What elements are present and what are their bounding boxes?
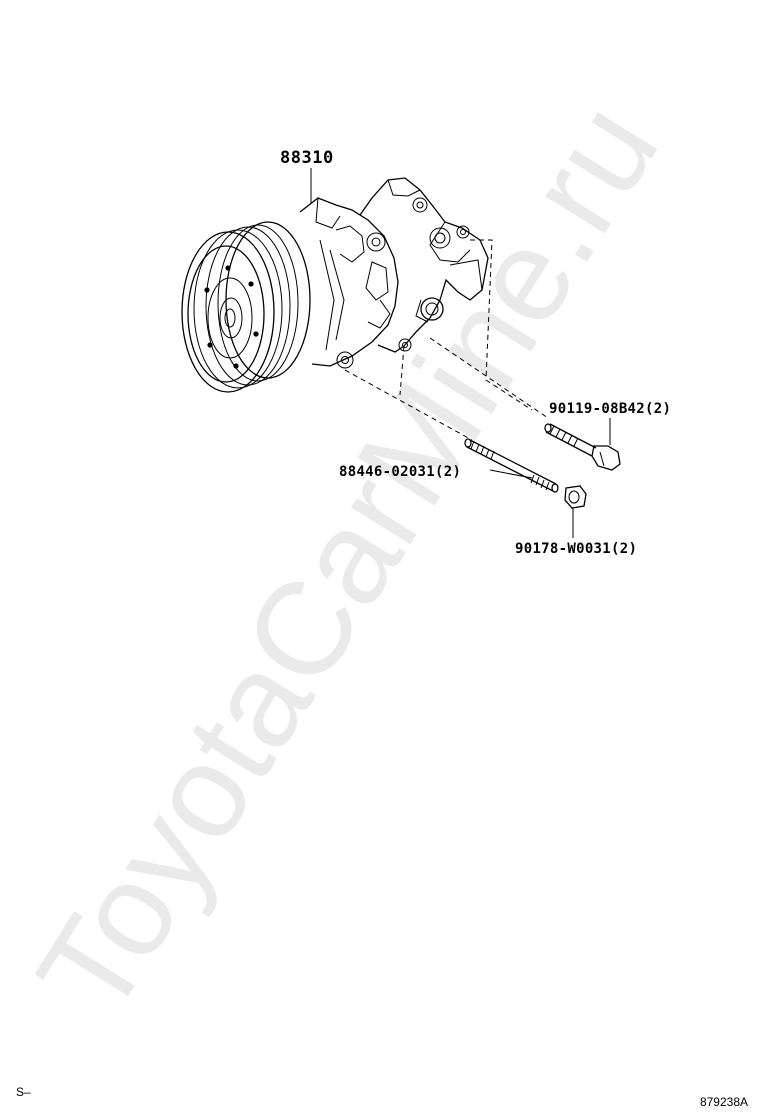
callout-90119-08b42[interactable]: 90119-08B42(2)	[549, 401, 671, 417]
leader-lines	[489, 418, 611, 538]
bolt-illustration	[544, 423, 621, 471]
ac-compressor-illustration	[181, 168, 489, 393]
assembly-dashed-lines	[344, 239, 549, 441]
nut-illustration	[564, 485, 587, 509]
callout-88446-02031[interactable]: 88446-02031(2)	[339, 464, 461, 480]
footer-left-code: S–	[16, 1085, 31, 1099]
callout-90178-w0031[interactable]: 90178-W0031(2)	[515, 541, 637, 557]
callout-88310[interactable]: 88310	[280, 148, 334, 168]
illustration-number: 879238A	[699, 1095, 748, 1109]
watermark-text: ToyotaCarMine.ru	[9, 78, 686, 1039]
stud-illustration	[464, 438, 559, 493]
